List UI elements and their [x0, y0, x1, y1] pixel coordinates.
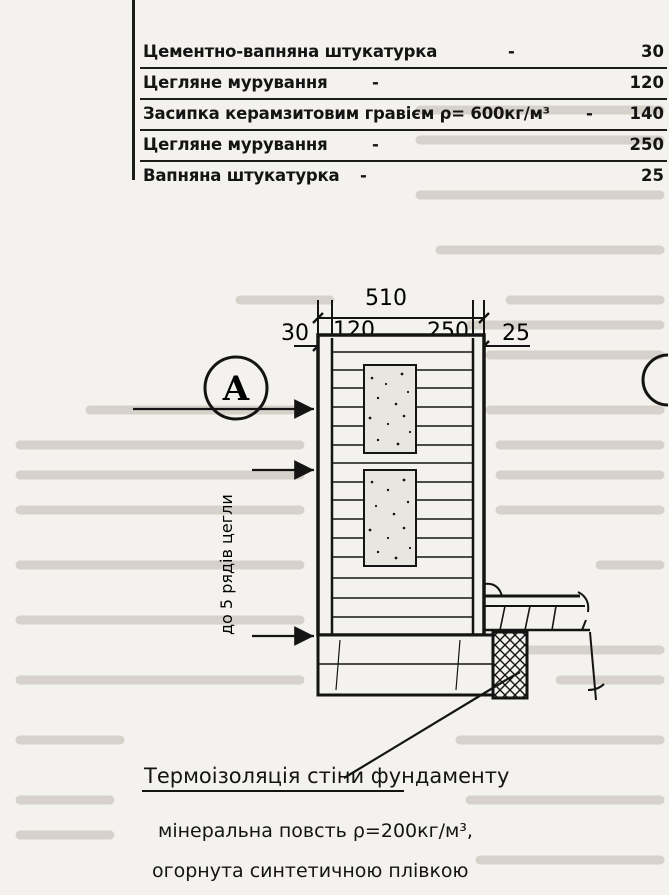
legend-thickness: 140	[629, 104, 664, 123]
legend-left-rule	[132, 0, 135, 180]
legend-thickness: 250	[629, 135, 664, 154]
thermal-insulation-hatch	[491, 630, 529, 700]
adjacent-marker-arc	[641, 353, 669, 407]
caption-line-3: огорнута синтетичною плівкою	[152, 860, 469, 882]
foundation-block	[316, 630, 529, 700]
marker-circle	[203, 355, 269, 421]
legend-dash: -	[508, 42, 515, 61]
section-marker-a: А	[203, 355, 269, 421]
annotations	[133, 399, 521, 779]
dim-total: 510	[365, 286, 407, 311]
dim-30: 30	[281, 321, 309, 346]
caption-title: Термоізоляція стіни фундаменту	[144, 764, 510, 788]
legend-dash: -	[360, 166, 367, 185]
legend-row: Цементно-вапняна штукатурка - 30	[140, 38, 667, 69]
legend-thickness: 25	[641, 166, 664, 185]
foundation-outline	[316, 633, 495, 697]
legend-thickness: 120	[629, 73, 664, 92]
brick-courses	[332, 351, 473, 618]
insulation-leader	[343, 679, 507, 779]
legend-layer-name: Цегляне мурування	[143, 73, 328, 92]
legend-layer-name: Цегляне мурування	[143, 135, 328, 154]
legend-dash: -	[372, 135, 379, 154]
plinth-detail	[483, 582, 605, 701]
layer-legend: Цементно-вапняна штукатурка - 30 Цегляне…	[132, 0, 667, 191]
legend-row: Цегляне мурування - 250	[140, 131, 667, 162]
dim-25: 25	[502, 321, 530, 346]
legend-row: Засипка керамзитовим гравієм ρ= 600кг/м³…	[140, 100, 667, 131]
clay-speckles	[368, 372, 412, 560]
legend-dash: -	[586, 104, 593, 123]
insulation-leader-tick	[505, 671, 521, 681]
wall-section	[316, 333, 486, 637]
legend-row: Цегляне мурування - 120	[140, 69, 667, 100]
caption-line-2: мінеральна повсть ρ=200кг/м³,	[158, 820, 473, 842]
caption-underline	[142, 790, 404, 792]
clay-fill-upper	[363, 364, 417, 454]
legend-row: Вапняна штукатурка - 25	[140, 162, 667, 191]
rows-label: до 5 рядів цегли	[217, 494, 236, 635]
legend-thickness: 30	[641, 42, 664, 61]
clay-fill-lower	[363, 469, 417, 567]
legend-layer-name: Вапняна штукатурка	[143, 166, 340, 185]
legend-layer-name: Засипка керамзитовим гравієм ρ= 600кг/м³	[143, 104, 550, 123]
legend-layer-name: Цементно-вапняна штукатурка	[143, 42, 438, 61]
legend-dash: -	[372, 73, 379, 92]
marker-letter: А	[222, 369, 250, 409]
